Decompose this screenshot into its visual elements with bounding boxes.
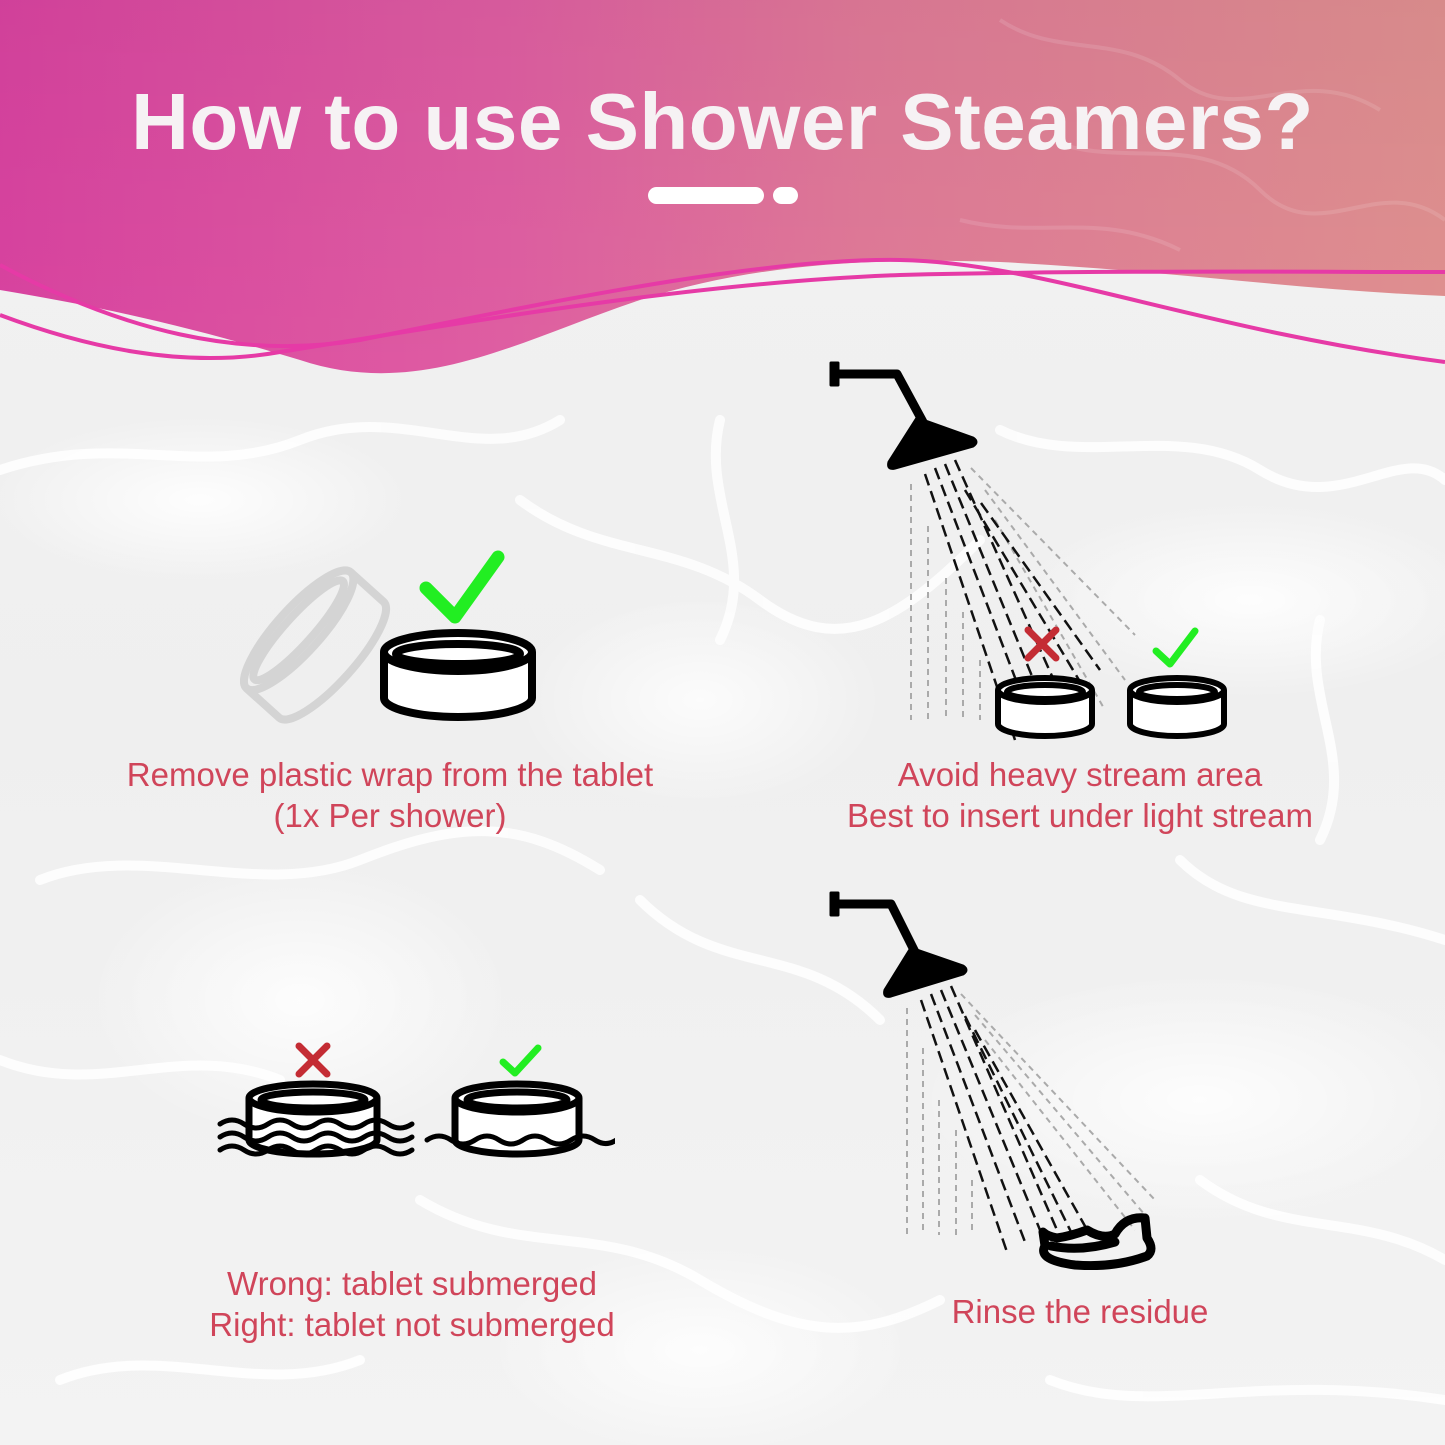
caption-line: Right: tablet not submerged [209, 1306, 615, 1343]
placement-illustration [829, 361, 1227, 741]
step-submerged-caption: Wrong: tablet submerged Right: tablet no… [112, 1263, 712, 1345]
caption-line: (1x Per shower) [273, 797, 507, 834]
submerged-tablet-icon [217, 1080, 415, 1158]
remove-wrap-illustration [240, 550, 536, 724]
tablet-icon [380, 629, 536, 721]
plastic-wrap-icon [240, 566, 391, 724]
shower-head-icon [829, 361, 978, 470]
rinse-illustration [829, 891, 1156, 1270]
page-title: How to use Shower Steamers? [131, 77, 1314, 166]
caption-line: Rinse the residue [951, 1293, 1209, 1330]
caption-line: Wrong: tablet submerged [227, 1265, 597, 1302]
step-rinse-caption: Rinse the residue [780, 1291, 1380, 1332]
caption-line: Avoid heavy stream area [897, 756, 1263, 793]
cross-icon [295, 1042, 331, 1078]
water-stream-icon [906, 985, 1156, 1253]
step-remove-wrap-caption: Remove plastic wrap from the tablet (1x … [40, 754, 740, 836]
check-icon [499, 1044, 542, 1077]
caption-line: Remove plastic wrap from the tablet [126, 756, 654, 793]
step-placement-caption: Avoid heavy stream area Best to insert u… [780, 754, 1380, 836]
cross-icon [1024, 626, 1060, 662]
check-icon [419, 550, 505, 624]
tablet-icon [1127, 675, 1227, 739]
title-divider-dot [773, 187, 798, 204]
header-banner [0, 0, 1445, 374]
submerged-illustration [217, 1042, 615, 1158]
tablet-icon [995, 675, 1095, 739]
shower-head-icon [829, 891, 968, 998]
tablet-on-water-icon [424, 1080, 615, 1158]
residue-icon [1038, 1213, 1156, 1270]
caption-line: Best to insert under light stream [847, 797, 1313, 834]
check-icon [1152, 627, 1199, 668]
title-divider-bar [648, 187, 764, 204]
